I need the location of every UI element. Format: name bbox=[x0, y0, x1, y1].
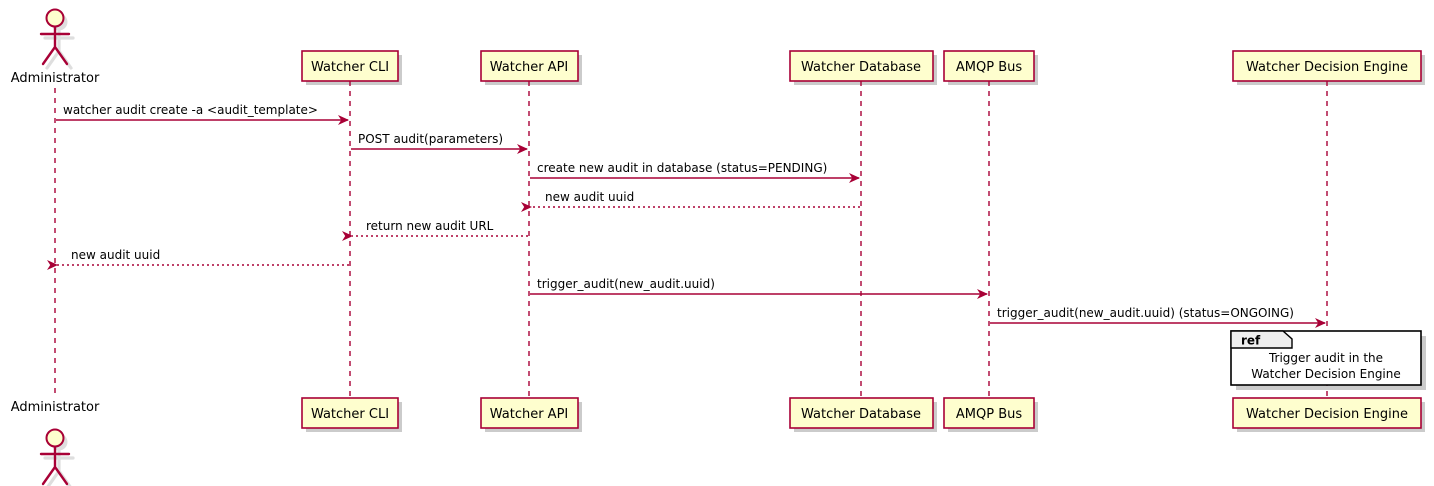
participant-box[interactable] bbox=[943, 397, 1035, 429]
actor-body bbox=[39, 445, 71, 486]
participant-amqp-bus-bottom[interactable]: AMQP Bus bbox=[943, 397, 1038, 432]
actor-head bbox=[45, 428, 65, 448]
message-label: trigger_audit(new_audit.uuid) (status=ON… bbox=[997, 306, 1294, 320]
participant-label: Watcher CLI bbox=[311, 407, 389, 422]
message-4: new audit uuid bbox=[521, 190, 860, 212]
message-label: trigger_audit(new_audit.uuid) bbox=[537, 277, 715, 291]
ref-keyword: ref bbox=[1241, 334, 1261, 348]
participant-watcher-api-top[interactable]: Watcher API bbox=[480, 50, 582, 85]
actor-administrator-top[interactable]: Administrator bbox=[11, 8, 100, 87]
message-label: POST audit(parameters) bbox=[358, 132, 503, 146]
participant-label: Watcher Database bbox=[801, 60, 921, 75]
participant-label: Watcher Database bbox=[801, 407, 921, 422]
participant-watcher-cli-bottom[interactable]: Watcher CLI bbox=[301, 397, 402, 432]
message-6: new audit uuid bbox=[47, 248, 349, 270]
message-label: new audit uuid bbox=[71, 248, 160, 262]
ref-line-1: Trigger audit in the bbox=[1268, 351, 1383, 365]
message-7: trigger_audit(new_audit.uuid) bbox=[530, 277, 988, 299]
participant-box[interactable] bbox=[301, 397, 399, 429]
message-label: new audit uuid bbox=[545, 190, 634, 204]
participant-box[interactable] bbox=[1232, 397, 1422, 429]
participants-bottom-row: Administrator Watcher CLI Watcher API Watch… bbox=[11, 397, 1425, 486]
message-5: return new audit URL bbox=[342, 219, 528, 241]
ref-tab bbox=[1230, 330, 1293, 349]
participant-label: Watcher API bbox=[490, 407, 569, 422]
message-label: watcher audit create -a <audit_template> bbox=[63, 103, 318, 117]
lifelines-group bbox=[54, 81, 1328, 398]
participant-amqp-bus-top[interactable]: AMQP Bus bbox=[943, 50, 1038, 85]
actor-body bbox=[39, 25, 71, 66]
actor-label: Administrator bbox=[11, 71, 100, 86]
participant-watcher-api-bottom[interactable]: Watcher API bbox=[480, 397, 582, 432]
participant-label: Watcher API bbox=[490, 60, 569, 75]
participant-box[interactable] bbox=[943, 50, 1035, 82]
participants-top-row: Administrator Watcher CLI Watcher API Watch… bbox=[11, 8, 1425, 87]
participant-box[interactable] bbox=[789, 397, 934, 429]
participant-watcher-database-bottom[interactable]: Watcher Database bbox=[789, 397, 937, 432]
participant-watcher-database-top[interactable]: Watcher Database bbox=[789, 50, 937, 85]
participant-label: Watcher Decision Engine bbox=[1246, 407, 1408, 422]
participant-box[interactable] bbox=[480, 397, 579, 429]
participant-label: Watcher CLI bbox=[311, 60, 389, 75]
actor-administrator-bottom[interactable]: Administrator bbox=[11, 400, 100, 486]
participant-watcher-cli-top[interactable]: Watcher CLI bbox=[301, 50, 402, 85]
participant-label: AMQP Bus bbox=[956, 60, 1022, 75]
participant-box[interactable] bbox=[1232, 50, 1422, 82]
participant-watcher-decision-engine-top[interactable]: Watcher Decision Engine bbox=[1232, 50, 1425, 85]
actor-label: Administrator bbox=[11, 400, 100, 415]
participant-watcher-decision-engine-bottom[interactable]: Watcher Decision Engine bbox=[1232, 397, 1425, 432]
message-8: trigger_audit(new_audit.uuid) (status=ON… bbox=[990, 306, 1326, 328]
message-1: watcher audit create -a <audit_template> bbox=[56, 103, 349, 125]
message-label: create new audit in database (status=PEN… bbox=[537, 161, 827, 175]
messages-group: watcher audit create -a <audit_template>… bbox=[47, 103, 1326, 328]
participant-label: AMQP Bus bbox=[956, 407, 1022, 422]
actor-head bbox=[45, 8, 65, 28]
message-2: POST audit(parameters) bbox=[351, 132, 528, 154]
message-label: return new audit URL bbox=[366, 219, 494, 233]
participant-label: Watcher Decision Engine bbox=[1246, 60, 1408, 75]
ref-line-2: Watcher Decision Engine bbox=[1251, 367, 1401, 381]
message-3: create new audit in database (status=PEN… bbox=[530, 161, 860, 183]
